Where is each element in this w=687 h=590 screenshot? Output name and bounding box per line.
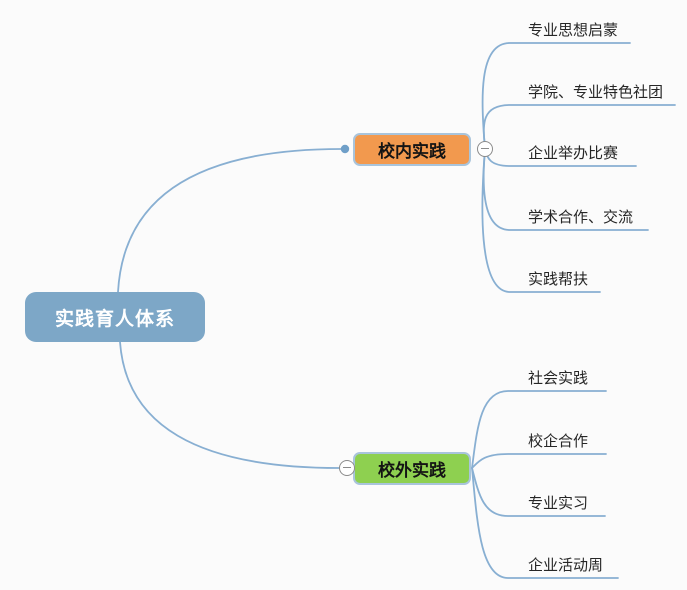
root-branch2-connector	[119, 341, 340, 469]
topic-label[interactable]: 学术合作、交流	[528, 209, 634, 226]
topic-label[interactable]: 企业举办比赛	[528, 145, 619, 162]
topic-label[interactable]: 专业思想启蒙	[528, 22, 619, 39]
root-node[interactable]: 实践育人体系	[25, 292, 205, 342]
branch-node-label: 校内实践	[378, 142, 446, 161]
topic-label[interactable]: 实践帮扶	[528, 271, 589, 288]
collapse-minus-icon[interactable]	[339, 460, 355, 476]
branch2-child4-connector	[471, 467, 619, 579]
branch-node-inner-practice[interactable]: 校内实践	[353, 133, 471, 166]
branch-node-label: 校外实践	[378, 461, 446, 480]
topic-label[interactable]: 企业活动周	[528, 557, 604, 574]
connector-dot-icon	[340, 144, 350, 154]
branch2-child3-connector	[471, 467, 606, 517]
root-branch1-connector	[117, 148, 342, 293]
topic-label[interactable]: 社会实践	[528, 370, 589, 387]
branch1-child5-connector	[481, 148, 601, 293]
branch2-child2-connector	[471, 453, 607, 469]
topic-label[interactable]: 学院、专业特色社团	[528, 84, 664, 101]
topic-label[interactable]: 校企合作	[528, 433, 589, 450]
collapse-minus-icon[interactable]	[477, 141, 493, 157]
root-node-label: 实践育人体系	[54, 308, 175, 330]
topic-label[interactable]: 专业实习	[528, 495, 589, 512]
branch2-child1-connector	[471, 390, 607, 469]
branch1-child2-connector	[482, 104, 676, 150]
branch-node-outer-practice[interactable]: 校外实践	[353, 452, 471, 485]
